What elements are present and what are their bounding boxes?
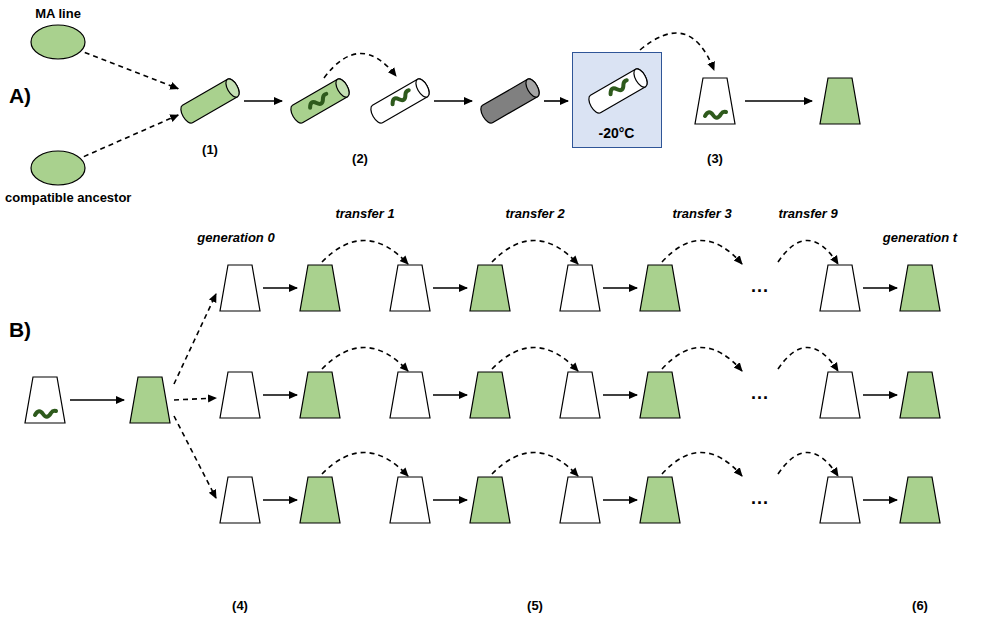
arrow: [863, 394, 897, 396]
arrow: [433, 394, 467, 396]
tube-outline: [180, 78, 240, 124]
strain-ellipse: MA line: [30, 24, 86, 60]
arrow: [263, 394, 297, 396]
arrow: [263, 499, 297, 501]
freezer-box: -20°C: [572, 52, 662, 148]
node-label: compatible ancestor: [5, 190, 131, 205]
flask-empty: [220, 477, 260, 523]
arrow: [433, 499, 467, 501]
tube-in-freezer: [573, 53, 663, 123]
ellipsis: ...: [751, 276, 769, 297]
flask-empty: [560, 477, 600, 523]
flask-culture: [300, 372, 340, 418]
ellipse-fill: [31, 151, 85, 185]
ellipse-fill: [31, 25, 85, 59]
tube-node: (1): [180, 78, 240, 124]
flask-empty: [220, 372, 260, 418]
panel-letter: A): [9, 84, 31, 108]
flask-culture: [900, 265, 940, 311]
flask-culture: [300, 265, 340, 311]
callout-number: (3): [707, 151, 723, 166]
arrow: [263, 287, 297, 289]
flask-culture: [640, 372, 680, 418]
arrow: [863, 287, 897, 289]
transfer-arrow: [778, 452, 838, 476]
ellipsis: ...: [751, 383, 769, 404]
arrow: [863, 499, 897, 501]
flask-culture: [640, 477, 680, 523]
callout-number: (4): [232, 598, 248, 613]
flask-empty: [560, 372, 600, 418]
arrow: [603, 394, 637, 396]
step-label: transfer 1: [335, 206, 394, 221]
ellipse-outline: [30, 24, 86, 60]
arrow: [603, 287, 637, 289]
flask-culture: [900, 477, 940, 523]
callout-number: (5): [527, 598, 543, 613]
transfer-arrow: [492, 240, 578, 264]
node-label: MA line: [35, 6, 81, 21]
panel-letter: B): [9, 318, 31, 342]
flask-empty: [820, 372, 860, 418]
step-label: transfer 2: [505, 206, 564, 221]
dashed-arrow: [84, 115, 178, 157]
dashed-arrow: [85, 52, 178, 88]
transfer-arrow: [662, 240, 742, 264]
flask-empty: [390, 265, 430, 311]
flask-empty: [820, 477, 860, 523]
ellipsis: ...: [751, 488, 769, 509]
transfer-arrow: [778, 240, 838, 264]
callout-number: (2): [352, 151, 368, 166]
flask-empty: [220, 265, 260, 311]
step-label: transfer 3: [672, 206, 731, 221]
transfer-arrow: [322, 347, 408, 371]
transfer-arrow: [492, 452, 578, 476]
step-label: generation t: [883, 230, 957, 245]
flask-culture: [470, 265, 510, 311]
ellipse-outline: [30, 150, 86, 186]
transfer-arrow: [322, 452, 408, 476]
callout-number: (6): [912, 598, 928, 613]
flask-culture: [470, 477, 510, 523]
flask-culture: [300, 477, 340, 523]
flask-culture: [470, 372, 510, 418]
transfer-arrow: [322, 240, 408, 264]
flask-culture: [640, 265, 680, 311]
transfer-arrow: [492, 347, 578, 371]
node-label: -20°C: [599, 125, 635, 141]
tube-fill: [178, 77, 242, 125]
step-label: transfer 9: [778, 206, 837, 221]
flask-empty: [820, 265, 860, 311]
transfer-arrow: [662, 452, 742, 476]
arrow: [433, 287, 467, 289]
arrow: [603, 499, 637, 501]
node-label: (1): [202, 142, 218, 157]
transfer-arrow: [778, 347, 838, 371]
step-label: generation 0: [197, 230, 274, 245]
flask-empty: [390, 372, 430, 418]
flask-empty: [390, 477, 430, 523]
strain-ellipse: compatible ancestor: [30, 150, 86, 186]
flask-culture: [900, 372, 940, 418]
transfer-arrow: [662, 347, 742, 371]
flask-empty: [560, 265, 600, 311]
